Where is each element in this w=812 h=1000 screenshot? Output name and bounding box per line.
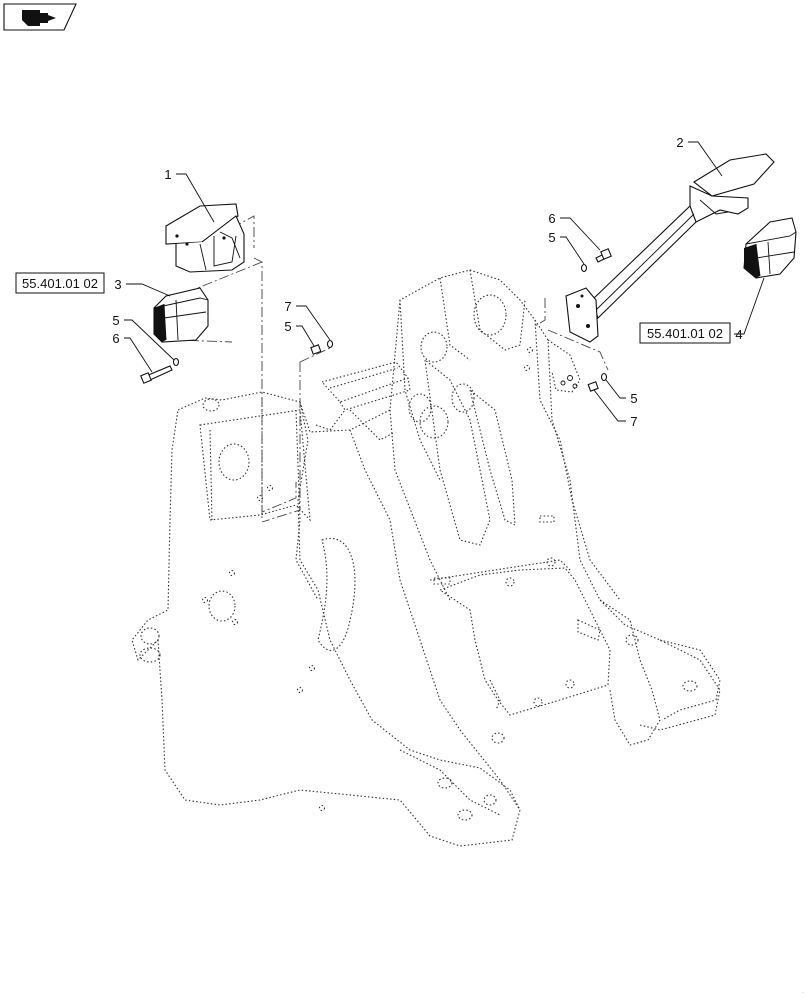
reference-box-left[interactable]: 55.401.01 02	[15, 272, 105, 294]
leader-lines	[124, 141, 765, 422]
nut-7-right[interactable]	[587, 381, 599, 392]
washer-5-left-mid[interactable]	[326, 339, 334, 349]
callout-5-right: 5	[548, 230, 555, 245]
callout-7-mid: 7	[284, 299, 291, 314]
loader-frame	[131, 269, 721, 847]
bolt-6-right[interactable]	[595, 248, 612, 263]
bolt-6-left[interactable]	[140, 365, 173, 384]
callout-3: 3	[114, 277, 121, 292]
callout-6-right: 6	[548, 211, 555, 226]
callout-2: 2	[676, 135, 683, 150]
svg-text:·: ·	[802, 990, 804, 996]
callout-5-mid: 5	[284, 319, 291, 334]
reference-box-right[interactable]: 55.401.01 02	[639, 322, 731, 344]
hand-pointer-icon[interactable]	[3, 3, 77, 31]
callout-5-right-low: 5	[630, 391, 637, 406]
callout-1: 1	[164, 167, 171, 182]
callout-7-right: 7	[630, 414, 637, 429]
reference-code-left: 55.401.01 02	[22, 276, 98, 291]
washer-5-left[interactable]	[172, 357, 180, 367]
washer-5-right-low[interactable]	[600, 372, 608, 382]
work-lamp-left[interactable]	[153, 287, 209, 343]
reference-code-right: 55.401.01 02	[647, 326, 723, 341]
callout-labels: 1 2 3 4 5 6 5 7 6 5 5 7	[112, 135, 742, 429]
nut-7-left[interactable]	[310, 344, 322, 355]
callout-6-left: 6	[112, 331, 119, 346]
work-lamp-right[interactable]	[743, 217, 797, 279]
bracket-arm-right[interactable]	[565, 153, 775, 343]
bracket-left[interactable]	[165, 203, 245, 273]
washer-5-right-top[interactable]	[580, 263, 588, 273]
callout-5-left: 5	[112, 313, 119, 328]
callout-4: 4	[735, 327, 742, 342]
